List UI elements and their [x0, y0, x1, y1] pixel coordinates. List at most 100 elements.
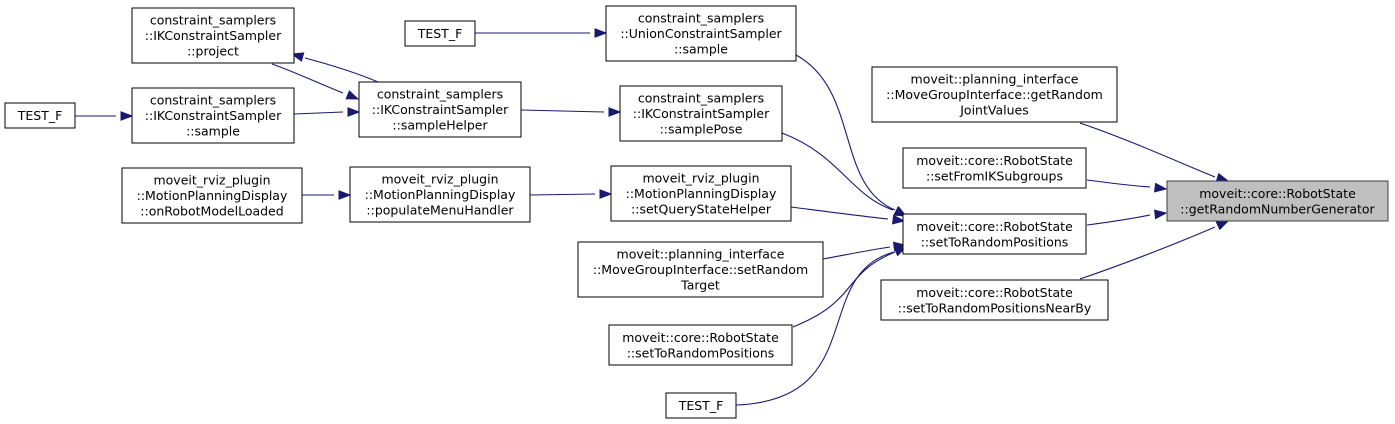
node-label-line: constraint_samplers [150, 13, 276, 28]
node-label-line: ::setToRandomPositions [921, 234, 1069, 249]
edge-testf_left-to-ikcs_sample [75, 111, 134, 121]
node-label-line: ::MoveGroupInterface::setRandom [593, 262, 808, 277]
node-testf-left[interactable]: TEST_F [4, 102, 76, 129]
node-rs-setToRandomPositions-a[interactable]: moveit::core::RobotState::setToRandomPos… [902, 213, 1087, 255]
edge-mpd_populateMenuHandler-to-mpd_setQueryStateHelper [529, 189, 613, 199]
node-ikcs-samplePose[interactable]: constraint_samplers::IKConstraintSampler… [619, 85, 783, 142]
node-mpd-populateMenuHandler[interactable]: moveit_rviz_plugin::MotionPlanningDispla… [349, 166, 531, 223]
edge-line [1079, 122, 1216, 178]
node-rs-setToRandomPositions-b[interactable]: moveit::core::RobotState::setToRandomPos… [608, 324, 793, 366]
edge-rs_setFromIKSubgroups-to-target [1086, 179, 1168, 193]
node-label-line: moveit::core::RobotState [916, 285, 1073, 300]
edge-rs_setToRandomPositions_a-to-target [1086, 209, 1168, 226]
node-label-line: moveit_rviz_plugin [381, 172, 498, 187]
node-label-line: ::sample [186, 124, 240, 139]
node-mgi-setRandomTarget[interactable]: moveit::planning_interface::MoveGroupInt… [577, 241, 824, 298]
node-label-line: ::setFromIKSubgroups [926, 168, 1063, 183]
arrowhead [594, 28, 608, 38]
node-box [4, 102, 76, 129]
edge-line [781, 132, 894, 211]
node-box [404, 20, 476, 47]
node-label-line: ::MotionPlanningDisplay [626, 186, 777, 201]
edge-line [1086, 214, 1151, 226]
node-label-line: constraint_samplers [150, 93, 276, 108]
node-box [605, 5, 797, 62]
arrowhead [599, 189, 613, 199]
edge-line [822, 246, 891, 260]
node-box [902, 147, 1087, 189]
node-rs-setFromIKSubgroups[interactable]: moveit::core::RobotState::setFromIKSubgr… [902, 147, 1087, 189]
arrowhead [1153, 209, 1168, 220]
edge-ikcs_project-to-ikcs_sampleHelper [271, 63, 360, 100]
node-label-line: moveit::planning_interface [911, 72, 1079, 87]
arrowhead [290, 52, 305, 62]
node-box [131, 7, 295, 64]
node-label-line: ::UnionConstraintSampler [620, 26, 782, 41]
node-target[interactable]: moveit::core::RobotState::getRandomNumbe… [1166, 180, 1389, 222]
node-label-line: constraint_samplers [377, 87, 503, 102]
edge-ikcs_sample-to-ikcs_sampleHelper [293, 107, 361, 117]
node-label-line: ::MotionPlanningDisplay [137, 188, 288, 203]
arrowhead [608, 107, 622, 117]
node-label-line: ::IKConstraintSampler [145, 28, 282, 43]
node-label-line: ::MotionPlanningDisplay [365, 187, 516, 202]
node-label-line: ::setToRandomPositionsNearBy [898, 300, 1092, 315]
node-ikcs-project[interactable]: constraint_samplers::IKConstraintSampler… [131, 7, 295, 64]
node-box [871, 66, 1118, 123]
node-box [880, 279, 1109, 321]
node-box [608, 324, 793, 366]
node-label-line: TEST_F [17, 108, 63, 123]
edge-mgi_setRandomTarget-to-rs_setToRandomPositions_a [822, 241, 907, 260]
node-testf-top[interactable]: TEST_F [404, 20, 476, 47]
node-mpd-onRobotModelLoaded[interactable]: moveit_rviz_plugin::MotionPlanningDispla… [121, 167, 303, 224]
node-ikcs-sampleHelper[interactable]: constraint_samplers::IKConstraintSampler… [358, 81, 522, 138]
edge-ikcs_sampleHelper-to-ikcs_project [290, 52, 379, 83]
node-box [358, 81, 522, 138]
edge-line [271, 63, 344, 94]
node-label-line: ::project [187, 44, 239, 59]
node-box [610, 165, 792, 222]
edge-rs_setToRandomPositionsNearBy-to-target [1079, 220, 1230, 280]
node-ucs-sample[interactable]: constraint_samplers::UnionConstraintSamp… [605, 5, 797, 62]
edge-line [735, 251, 895, 406]
node-label-line: moveit_rviz_plugin [153, 173, 270, 188]
node-label-line: ::IKConstraintSampler [145, 108, 282, 123]
node-box [577, 241, 824, 298]
node-mgi-getRandomJointValues[interactable]: moveit::planning_interface::MoveGroupInt… [871, 66, 1118, 123]
node-ikcs-sample[interactable]: constraint_samplers::IKConstraintSampler… [131, 87, 295, 144]
node-box [902, 213, 1087, 255]
node-label-line: ::setToRandomPositions [627, 345, 775, 360]
node-label-line: Target [680, 278, 720, 293]
edge-line [1086, 179, 1151, 188]
edge-mpd_setQueryStateHelper-to-rs_setToRandomPositions_a [790, 206, 906, 225]
node-label-line: constraint_samplers [638, 11, 764, 26]
node-label-line: moveit::core::RobotState [916, 153, 1073, 168]
node-testf-bottom[interactable]: TEST_F [665, 392, 737, 419]
node-rs-setToRandomPositionsNearBy[interactable]: moveit::core::RobotState::setToRandomPos… [880, 279, 1109, 321]
node-box [619, 85, 783, 142]
node-label-line: ::populateMenuHandler [366, 203, 514, 218]
node-label-line: ::onRobotModelLoaded [140, 204, 283, 219]
edge-line [790, 206, 889, 220]
edge-line [293, 111, 344, 115]
node-label-line: moveit::planning_interface [617, 247, 785, 262]
node-label-line: ::IKConstraintSampler [372, 102, 509, 117]
edge-ikcs_samplePose-to-rs_setToRandomPositions_a [781, 132, 908, 217]
arrowhead [347, 107, 361, 117]
node-label-line: moveit_rviz_plugin [642, 171, 759, 186]
node-label-line: ::setQueryStateHelper [631, 202, 772, 217]
edge-mpd_onRobotModelLoaded-to-mpd_populateMenuHandler [302, 190, 352, 200]
node-label-line: ::IKConstraintSampler [633, 106, 770, 121]
node-label-line: TEST_F [417, 26, 463, 41]
node-mpd-setQueryStateHelper[interactable]: moveit_rviz_plugin::MotionPlanningDispla… [610, 165, 792, 222]
node-label-line: moveit::core::RobotState [622, 330, 779, 345]
edge-line [795, 54, 896, 211]
node-box [349, 166, 531, 223]
node-label-line: TEST_F [678, 398, 724, 413]
node-box [1166, 180, 1389, 222]
node-box [131, 87, 295, 144]
node-label-line: ::samplePose [660, 122, 743, 137]
edge-line [520, 109, 605, 113]
arrowhead [891, 214, 906, 225]
